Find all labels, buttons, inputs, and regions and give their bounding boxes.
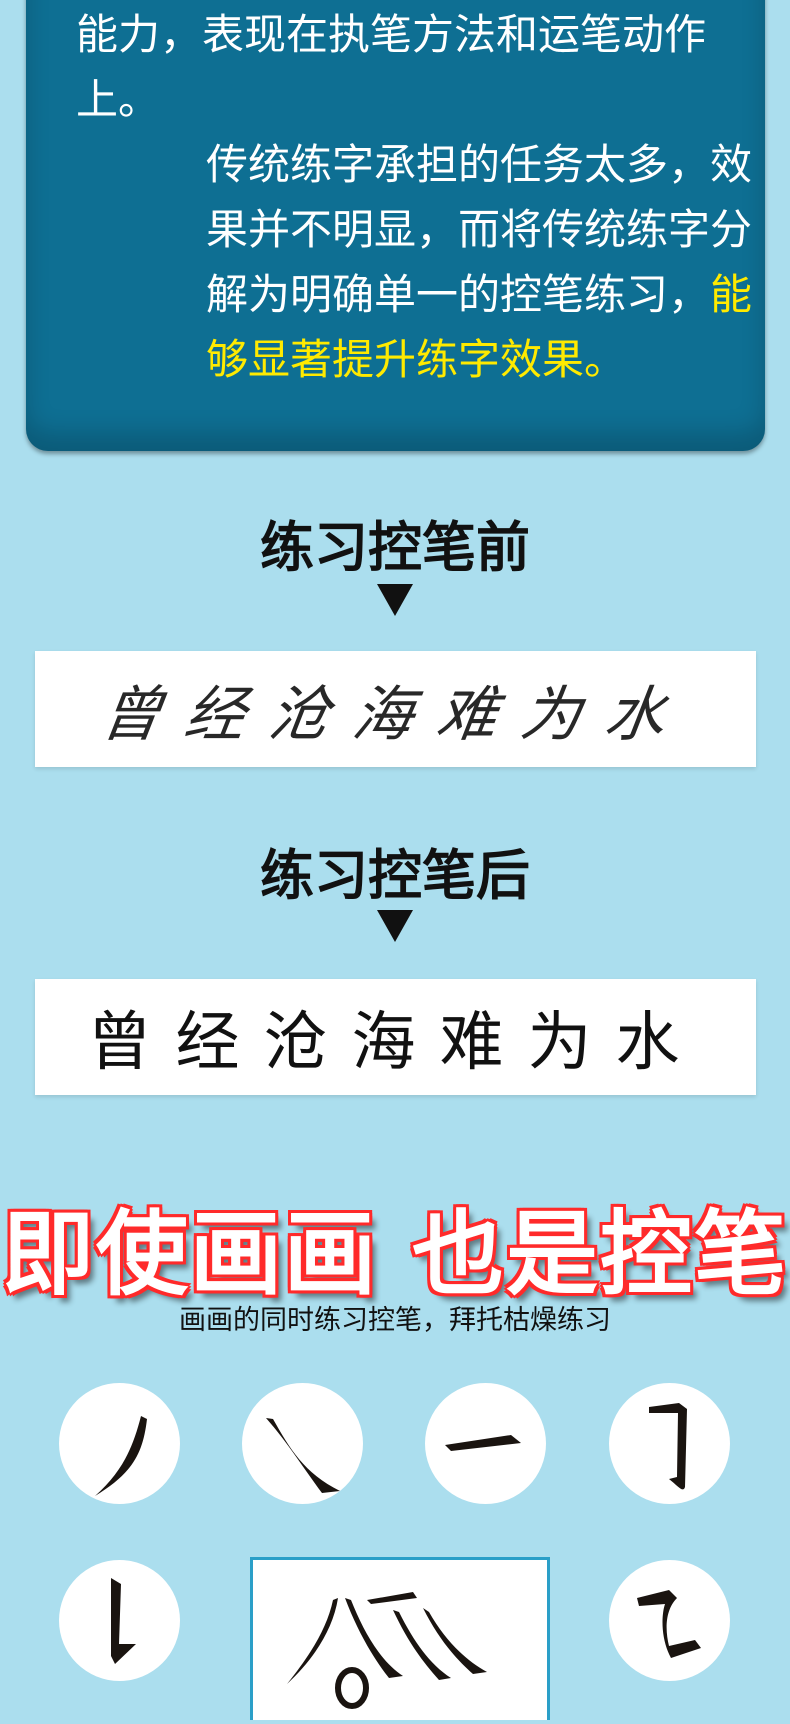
intro-panel: 能力，表现在执笔方法和运笔动作上。 传统练字承担的任务太多，效果并不明显，而将传… bbox=[26, 0, 765, 451]
before-sample: 曾经沧海难为水 bbox=[95, 679, 694, 750]
house-drawing-icon bbox=[287, 1592, 487, 1709]
intro-paragraph: 传统练字承担的任务太多，效果并不明显，而将传统练字分解为明确单一的控笔练习， bbox=[206, 140, 753, 319]
promo-title: 即使画画 也是控笔 bbox=[1, 1201, 789, 1308]
stroke-heng-icon bbox=[425, 1383, 546, 1504]
intro-highlight: 能够显著提升练字效果。 bbox=[206, 270, 753, 384]
drawing-example-box bbox=[250, 1557, 550, 1720]
after-sample: 曾经沧海难为水 bbox=[87, 1006, 704, 1080]
stroke-shu-ti-icon bbox=[59, 1560, 180, 1681]
stroke-heng-zhe-wan-icon bbox=[609, 1560, 730, 1681]
after-sample-box: 曾经沧海难为水 bbox=[35, 979, 756, 1095]
down-arrow-icon bbox=[377, 584, 413, 616]
stroke-na-icon bbox=[242, 1383, 363, 1504]
stroke-heng-zhe-gou-icon bbox=[609, 1383, 730, 1504]
down-arrow-icon bbox=[377, 910, 413, 942]
after-heading: 练习控笔后 bbox=[260, 844, 530, 907]
intro-line: 能力，表现在执笔方法和运笔动作上。 bbox=[76, 10, 707, 124]
before-sample-box: 曾经沧海难为水 bbox=[35, 651, 756, 767]
before-heading: 练习控笔前 bbox=[260, 516, 530, 579]
promo-subtitle: 画画的同时练习控笔，拜托枯燥练习 bbox=[179, 1305, 611, 1336]
stroke-pie-icon bbox=[59, 1383, 180, 1504]
